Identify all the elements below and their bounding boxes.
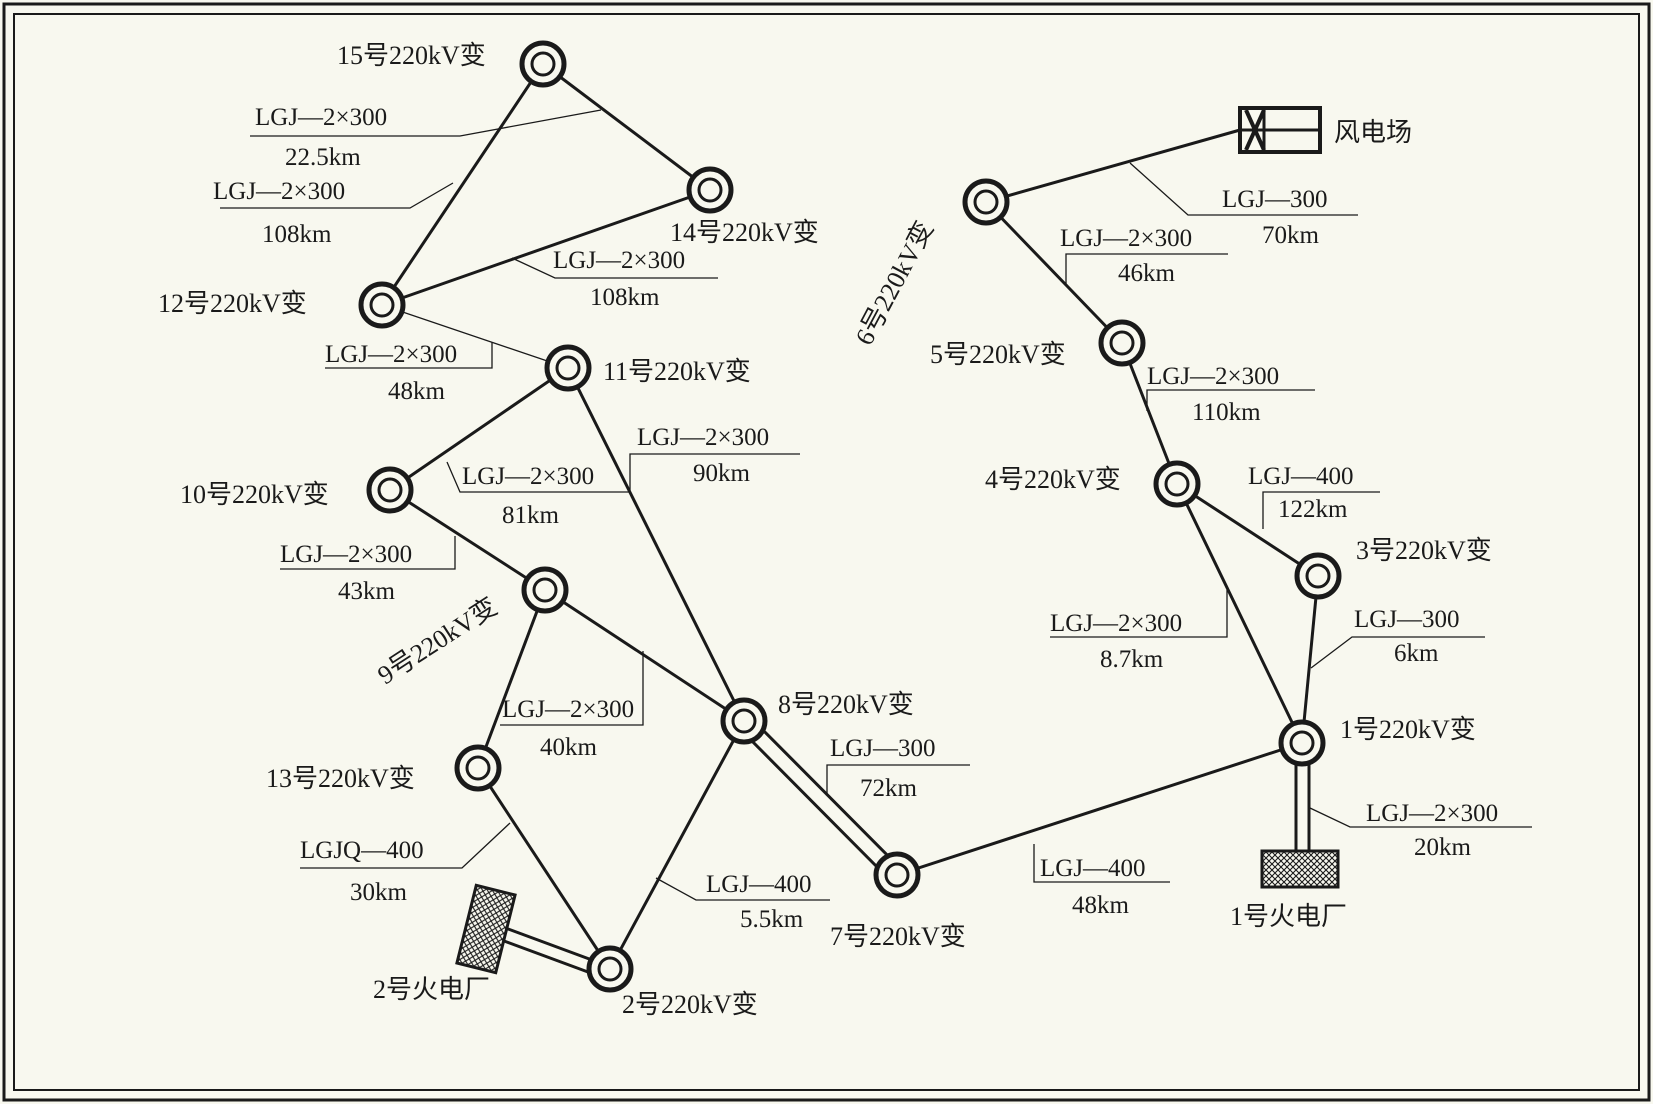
line-11-8-length: 90km	[693, 460, 751, 487]
line-1-plant1-spec: LGJ—2×300	[1366, 800, 1498, 827]
line-11-10	[389, 366, 569, 492]
line-12-11	[381, 304, 569, 369]
line-4-1-length: 8.7km	[1100, 646, 1164, 673]
line-8-2-length: 5.5km	[740, 906, 804, 933]
line-7-1-length: 48km	[1072, 892, 1130, 919]
line-4-3-length: 122km	[1278, 496, 1348, 523]
line-12-11-spec: LGJ—2×300	[325, 341, 457, 368]
line-11-8	[566, 367, 746, 722]
substation-12-icon	[358, 281, 406, 329]
line-15-12-spec: LGJ—2×300	[213, 178, 345, 205]
line-4-3	[1176, 482, 1319, 578]
line-14-12	[381, 188, 711, 307]
thermal-plant-1-label: 1号火电厂	[1230, 902, 1347, 931]
double-line-1-plant1	[1294, 760, 1311, 853]
line-5-4-length: 110km	[1192, 399, 1261, 426]
substation-8-icon	[720, 697, 768, 745]
station-label-10: 10号220kV变	[180, 480, 329, 509]
double-line-plant2-2	[495, 924, 593, 974]
line-15-14	[542, 62, 711, 192]
line-5-4-spec: LGJ—2×300	[1147, 363, 1279, 390]
substation-1-icon	[1278, 719, 1326, 767]
station-label-13: 13号220kV变	[266, 764, 415, 793]
line-4-1	[1175, 483, 1304, 744]
station-label-3: 3号220kV变	[1356, 536, 1492, 565]
line-10-9-length: 43km	[338, 578, 396, 605]
line-14-12-length: 108km	[590, 284, 660, 311]
line-13-2-length: 30km	[350, 879, 408, 906]
thermal-plant-1-symbol	[1260, 849, 1340, 889]
line-1-plant1-length: 20km	[1414, 834, 1472, 861]
station-label-7: 7号220kV变	[830, 922, 966, 951]
station-label-4: 4号220kV变	[985, 465, 1121, 494]
thermal-plant-2-label: 2号火电厂	[373, 975, 490, 1004]
line-wind-6-length: 70km	[1262, 222, 1320, 249]
line-14-12-spec: LGJ—2×300	[553, 247, 685, 274]
substation-3-icon	[1294, 552, 1342, 600]
line-3-1-length: 6km	[1394, 640, 1439, 667]
station-label-14: 14号220kV变	[670, 218, 819, 247]
substation-4-icon	[1153, 460, 1201, 508]
line-6-5-length: 46km	[1118, 260, 1176, 287]
substation-7-icon	[873, 851, 921, 899]
line-wind-6	[985, 128, 1241, 204]
line-4-1-spec: LGJ—2×300	[1050, 610, 1182, 637]
line-8-2-spec: LGJ—400	[706, 871, 812, 898]
substation-14-icon	[686, 166, 734, 214]
wind-farm-label: 风电场	[1334, 118, 1412, 147]
station-label-8: 8号220kV变	[778, 690, 914, 719]
substation-6-icon	[962, 178, 1010, 226]
line-6-5	[984, 200, 1124, 345]
line-9-8-length: 40km	[540, 734, 598, 761]
line-15-12-length: 108km	[262, 221, 332, 248]
wind-farm-symbol	[1238, 106, 1322, 154]
substation-10-icon	[366, 466, 414, 514]
station-label-6: 6号220kV变	[850, 216, 939, 350]
station-label-11: 11号220kV变	[603, 357, 751, 386]
line-6-5-spec: LGJ—2×300	[1060, 225, 1192, 252]
station-label-9: 9号220kV变	[372, 592, 502, 690]
line-15-12	[380, 63, 545, 306]
station-label-12: 12号220kV变	[158, 289, 307, 318]
line-11-10-length: 81km	[502, 502, 560, 529]
line-15-14-spec: LGJ—2×300	[255, 104, 387, 131]
line-8-2	[608, 720, 746, 970]
line-5-4	[1120, 342, 1179, 485]
line-10-9-spec: LGJ—2×300	[280, 541, 412, 568]
line-7-1-spec: LGJ—400	[1040, 855, 1146, 882]
substation-9-icon	[521, 566, 569, 614]
line-13-2-spec: LGJQ—400	[300, 837, 424, 864]
line-12-11-length: 48km	[388, 378, 446, 405]
substation-5-icon	[1098, 319, 1146, 367]
station-label-1: 1号220kV变	[1340, 715, 1476, 744]
line-3-1	[1300, 575, 1320, 744]
line-8-7-spec: LGJ—300	[830, 735, 936, 762]
line-13-2	[476, 767, 612, 970]
line-10-9	[389, 488, 546, 592]
line-9-13	[476, 589, 547, 769]
double-line-8-7	[736, 715, 904, 882]
substation-2-icon	[586, 945, 634, 993]
station-label-15: 15号220kV变	[337, 41, 486, 70]
line-11-10-spec: LGJ—2×300	[462, 463, 594, 490]
line-9-8-spec: LGJ—2×300	[502, 696, 634, 723]
station-label-5: 5号220kV变	[930, 340, 1066, 369]
line-8-7-length: 72km	[860, 775, 918, 802]
line-9-8	[544, 588, 745, 723]
line-7-1	[896, 741, 1303, 877]
substation-11-icon	[544, 344, 592, 392]
thermal-plant-2-symbol	[455, 883, 517, 975]
line-wind-6-spec: LGJ—300	[1222, 186, 1328, 213]
station-label-2: 2号220kV变	[622, 990, 758, 1019]
line-11-8-spec: LGJ—2×300	[637, 424, 769, 451]
inner-border	[13, 13, 1640, 1091]
line-15-14-length: 22.5km	[285, 144, 361, 171]
line-3-1-spec: LGJ—300	[1354, 606, 1460, 633]
substation-13-icon	[454, 744, 502, 792]
line-4-3-spec: LGJ—400	[1248, 463, 1354, 490]
substation-15-icon	[519, 40, 567, 88]
